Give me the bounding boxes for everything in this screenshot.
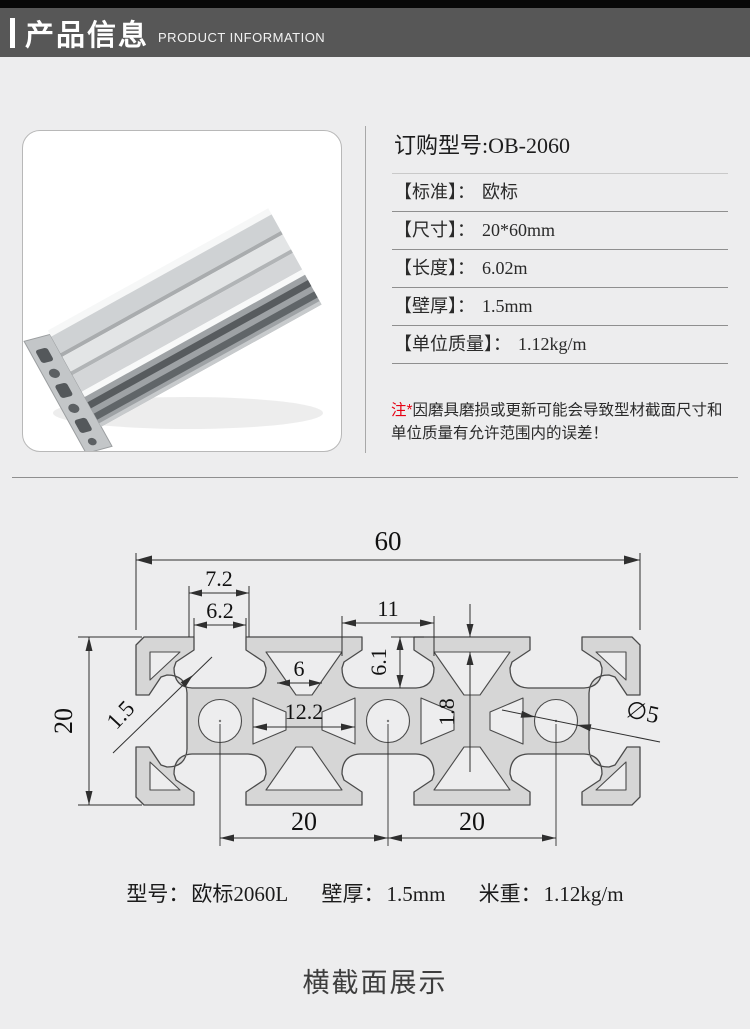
cavity (433, 651, 511, 696)
dimension-arrows (85, 555, 640, 842)
drawing-caption: 型号：欧标2060L 壁厚：1.5mm 米重：1.12kg/m (0, 878, 750, 908)
top-black-strip (0, 0, 750, 8)
cavity (265, 746, 343, 791)
cavity (489, 697, 524, 745)
caption-wall: 壁厚：1.5mm (321, 882, 446, 906)
spec-panel: 订购型号:OB-2060 【标准】： 欧标 【尺寸】： 20*60mm 【长度】： 6… (392, 120, 728, 364)
dim-pitch-left: 20 (291, 807, 317, 836)
section-title: 横截面展示 (302, 968, 448, 998)
cross-section-drawing: 60 7.2 6.2 11 6 6.1 12.2 1.8 1.5 20 ∅5 2… (49, 526, 662, 846)
caption-weight: 米重：1.12kg/m (478, 882, 624, 906)
dim-wall-thickness: 1.5 (102, 696, 140, 734)
profile-end-face (23, 333, 113, 451)
aluminum-profile-render (23, 208, 322, 451)
product-photo-box (22, 130, 342, 452)
spec-value: 20*60mm (482, 220, 556, 240)
spec-row-length: 【长度】： 6.02m (392, 250, 728, 288)
page-header: 产品信息 PRODUCT INFORMATION (0, 8, 750, 57)
dim-slot-outer: 7.2 (205, 566, 233, 591)
vertical-divider (365, 126, 366, 453)
order-model-line: 订购型号:OB-2060 (392, 120, 728, 174)
spec-value: 1.12kg/m (518, 334, 587, 354)
cavity (321, 697, 356, 745)
page-title: 产品信息 (25, 19, 150, 52)
cavity (252, 697, 287, 745)
product-photo (23, 208, 323, 451)
spec-label: 【壁厚】： (394, 296, 475, 316)
spec-label: 【尺寸】： (394, 220, 475, 240)
dim-cavity-width: 12.2 (285, 699, 324, 724)
spec-label: 【单位质量】： (394, 334, 511, 354)
order-model-value: OB-2060 (488, 133, 571, 158)
dim-lip-thickness: 1.8 (434, 698, 459, 726)
cavity (595, 761, 627, 791)
dim-web-gap: 6 (294, 656, 305, 681)
note-prefix: 注* (391, 402, 413, 419)
spec-label: 【长度】： (394, 258, 475, 278)
profile-cavities (149, 651, 627, 791)
dim-overall-width: 60 (375, 526, 402, 556)
caption-model: 型号：欧标2060L (126, 882, 289, 906)
dim-hole-dia: ∅5 (624, 697, 662, 729)
spec-value: 6.02m (482, 258, 528, 278)
header-accent-bar (10, 17, 15, 48)
spec-row-standard: 【标准】： 欧标 (392, 174, 728, 212)
dim-pitch-right: 20 (459, 807, 485, 836)
cavity (420, 697, 455, 745)
cavity (595, 651, 627, 681)
section-divider (12, 477, 738, 478)
dim-slot-opening: 6.2 (206, 598, 234, 623)
spec-label: 【标准】： (394, 182, 475, 202)
note-line1: 因磨具磨损或更新可能会导致型材截面尺寸和 (412, 402, 723, 419)
spec-value: 1.5mm (482, 296, 533, 316)
cavity (433, 746, 511, 791)
spec-value: 欧标 (482, 182, 518, 202)
dim-overall-height: 20 (49, 708, 78, 734)
spec-row-weight: 【单位质量】： 1.12kg/m (392, 326, 728, 364)
spec-row-size: 【尺寸】： 20*60mm (392, 212, 728, 250)
cavity (149, 761, 181, 791)
dim-slot-depth: 6.1 (366, 648, 391, 676)
profile-top-face (47, 208, 306, 397)
dim-slot-inner: 11 (377, 596, 398, 621)
note-line2: 单位质量有允许范围内的误差！ (391, 425, 609, 442)
spec-row-wall: 【壁厚】： 1.5mm (392, 288, 728, 326)
order-model-label: 订购型号: (394, 133, 489, 158)
cavity (149, 651, 181, 681)
profile-side-face (84, 274, 322, 427)
page-subtitle: PRODUCT INFORMATION (158, 30, 326, 45)
tolerance-note: 注*因磨具磨损或更新可能会导致型材截面尺寸和 单位质量有允许范围内的误差！ (391, 399, 736, 445)
